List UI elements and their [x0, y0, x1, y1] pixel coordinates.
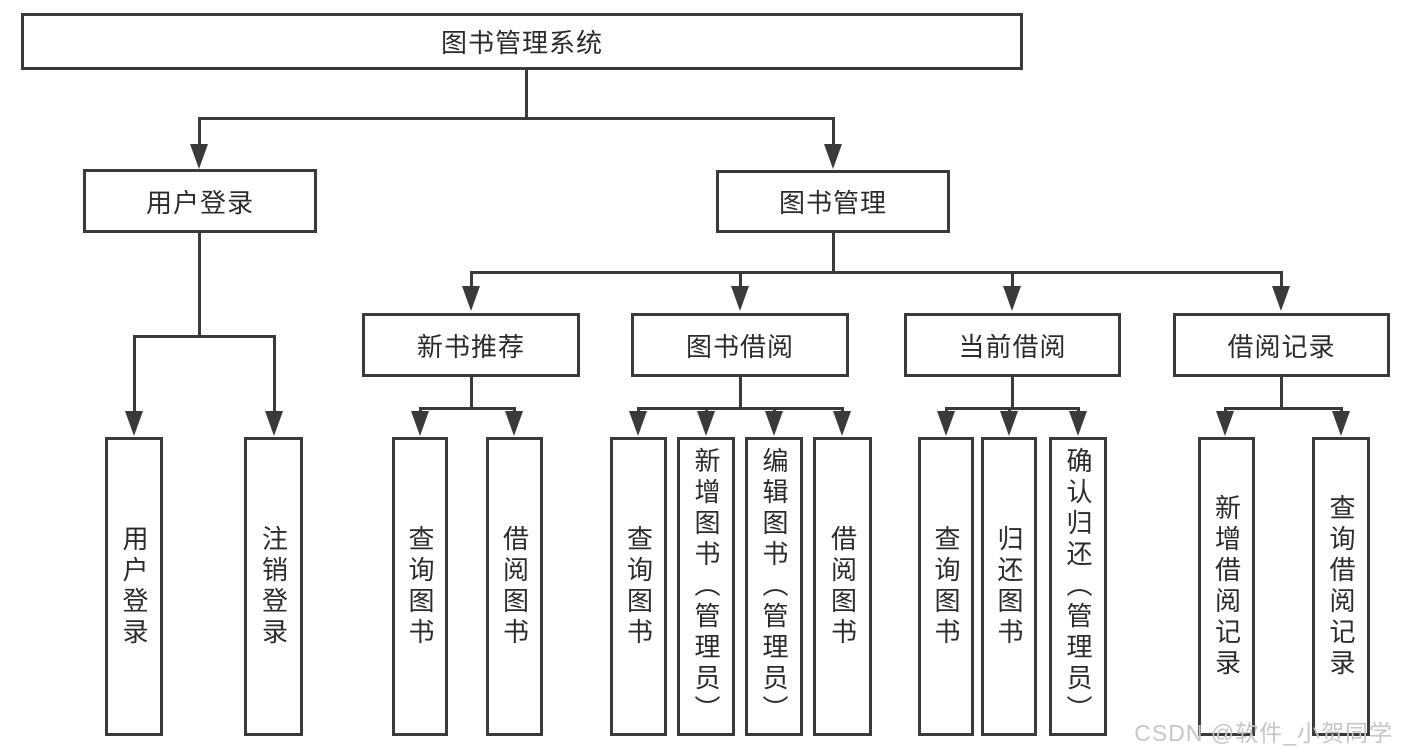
leaf-logout: 注销登录: [244, 437, 303, 736]
connector-line: [739, 377, 742, 410]
connector-line: [637, 407, 844, 410]
leaf-add-books-admin: 新增图书（管理员）: [677, 437, 735, 736]
arrow-down-icon: [824, 144, 842, 169]
leaf-borrow-query-books: 查询图书: [610, 437, 667, 736]
arrow-down-icon: [833, 411, 851, 436]
connector-line: [1280, 271, 1283, 289]
arrow-down-icon: [411, 411, 429, 436]
connector-line: [273, 335, 276, 413]
node-current-borrow: 当前借阅: [904, 313, 1121, 377]
connector-line: [1011, 377, 1014, 410]
arrow-down-icon: [462, 286, 480, 311]
connector-line: [832, 233, 835, 274]
connector-line: [832, 117, 835, 147]
arrow-down-icon: [731, 286, 749, 311]
arrow-down-icon: [765, 411, 783, 436]
arrow-down-icon: [1272, 286, 1290, 311]
connector-line: [525, 70, 528, 118]
arrow-down-icon: [190, 144, 208, 169]
arrow-down-icon: [265, 411, 283, 436]
arrow-down-icon: [629, 411, 647, 436]
connector-line: [470, 271, 1283, 274]
connector-line: [1224, 407, 1343, 410]
arrow-down-icon: [1003, 286, 1021, 311]
node-borrow-records: 借阅记录: [1173, 313, 1390, 377]
leaf-query-borrow-record: 查询借阅记录: [1312, 437, 1370, 736]
node-book-borrow: 图书借阅: [631, 313, 849, 377]
node-user-login: 用户登录: [83, 169, 317, 233]
leaf-return-books: 归还图书: [981, 437, 1037, 736]
arrow-down-icon: [1000, 411, 1018, 436]
connector-line: [1011, 271, 1014, 289]
connector-line: [739, 271, 742, 289]
leaf-add-borrow-record: 新增借阅记录: [1198, 437, 1255, 736]
leaf-user-login: 用户登录: [105, 437, 163, 736]
connector-line: [198, 233, 201, 338]
connector-line: [419, 407, 516, 410]
csdn-watermark: CSDN @软件_小贺同学: [1134, 720, 1393, 746]
leaf-edit-books-admin: 编辑图书（管理员）: [745, 437, 803, 736]
arrow-down-icon: [505, 411, 523, 436]
arrow-down-icon: [1216, 411, 1234, 436]
leaf-borrow-books: 借阅图书: [813, 437, 872, 736]
connector-line: [198, 117, 201, 147]
leaf-current-query-books: 查询图书: [918, 437, 974, 736]
arrow-down-icon: [1332, 411, 1350, 436]
connector-line: [133, 335, 276, 338]
arrow-down-icon: [1069, 411, 1087, 436]
leaf-recommend-query-books: 查询图书: [392, 437, 448, 736]
node-book-management: 图书管理: [716, 170, 950, 233]
node-root: 图书管理系统: [21, 13, 1023, 70]
connector-line: [198, 117, 835, 120]
arrow-down-icon: [125, 411, 143, 436]
connector-line: [133, 335, 136, 413]
connector-line: [470, 377, 473, 410]
node-new-book-recommend: 新书推荐: [362, 313, 580, 377]
arrow-down-icon: [697, 411, 715, 436]
connector-line: [945, 407, 1080, 410]
leaf-confirm-return-admin: 确认归还（管理员）: [1049, 437, 1107, 736]
arrow-down-icon: [937, 411, 955, 436]
connector-line: [1280, 377, 1283, 410]
leaf-recommend-borrow-books: 借阅图书: [486, 437, 543, 736]
connector-line: [470, 271, 473, 289]
